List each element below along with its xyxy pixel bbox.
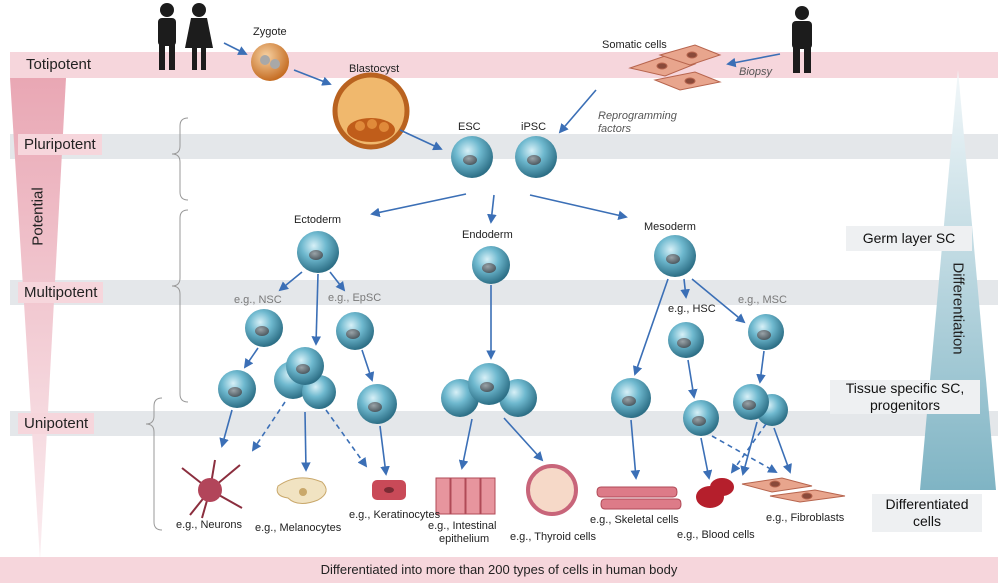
endoderm-cell (472, 246, 510, 284)
potential-triangle (10, 78, 66, 560)
potential-axis-label: Potential (29, 187, 47, 246)
zygote-label: Zygote (253, 26, 287, 38)
ectoderm-cell (297, 231, 339, 273)
esc-cell (451, 136, 493, 178)
skeletal-label: e.g., Skeletal cells (590, 514, 679, 526)
reprogramming-label-2: factors (598, 123, 632, 135)
hsc-label: e.g., HSC (668, 303, 716, 315)
blastocyst-label: Blastocyst (349, 63, 400, 75)
tissue-sc-label-1: Tissue specific SC, (845, 380, 965, 396)
hsc-cell (668, 322, 704, 358)
epsc-label: e.g., EpSC (328, 292, 382, 304)
tissue-sc-label-2: progenitors (869, 397, 941, 413)
neuron-icon (181, 459, 243, 519)
esc-label: ESC (458, 121, 481, 133)
msc-cell (748, 314, 784, 350)
pluripotent-band (10, 134, 998, 159)
melanocytes-label: e.g., Melanocytes (255, 522, 342, 534)
blood-cells-icon (696, 478, 734, 508)
brace-multipotent (171, 209, 189, 403)
meso-progenitor-cluster (733, 384, 788, 426)
unipotent-label: Unipotent (18, 413, 95, 434)
endo-progenitor-cluster (441, 363, 537, 417)
biopsy-label: Biopsy (739, 66, 773, 78)
arrows (219, 42, 792, 480)
somatic-label: Somatic cells (602, 39, 667, 51)
mesoderm-label: Mesoderm (644, 221, 696, 233)
skeletal-icon (596, 486, 682, 510)
person-icon (792, 6, 812, 73)
intestinal-label-1: e.g., Intestinal (428, 520, 497, 532)
pluripotent-label: Pluripotent (18, 134, 102, 155)
meso-progenitor-2 (683, 400, 719, 436)
somatic-cells-icon (628, 44, 722, 91)
thyroid-label: e.g., Thyroid cells (510, 531, 597, 543)
dashed-arrows (251, 401, 778, 474)
ecto-progenitor-1 (218, 370, 256, 408)
melanocyte-icon (276, 477, 327, 504)
ecto-progenitor-cluster (274, 347, 336, 409)
reprogramming-label-1: Reprogramming (598, 110, 677, 122)
multipotent-band (10, 280, 998, 305)
fibroblast-icon (741, 477, 846, 503)
brace-pluripotent (171, 117, 189, 201)
keratinocytes-label: e.g., Keratinocytes (349, 509, 441, 521)
footer-band (0, 557, 998, 583)
unipotent-band (10, 411, 998, 436)
blastocyst-icon (332, 72, 410, 150)
intestinal-icon (435, 477, 496, 515)
neurons-label: e.g., Neurons (176, 519, 243, 531)
msc-label: e.g., MSC (738, 294, 787, 306)
meso-progenitor-1 (611, 378, 651, 418)
totipotent-band (10, 52, 998, 78)
germ-layer-sc-label: Germ layer SC (846, 226, 972, 251)
multipotent-label: Multipotent (18, 282, 104, 303)
diff-cells-label-2: cells (912, 513, 941, 529)
nsc-cell (245, 309, 283, 347)
differentiation-axis-label: Differentiation (949, 262, 967, 355)
ectoderm-label: Ectoderm (294, 214, 342, 226)
brace-unipotent (145, 397, 163, 531)
differentiated-cells-label: Differentiated cells (872, 494, 982, 532)
keratinocyte-icon (372, 480, 406, 500)
mesoderm-cell (654, 235, 696, 277)
epsc-cell (336, 312, 374, 350)
fibroblasts-label: e.g., Fibroblasts (766, 512, 845, 524)
footer-text: Differentiated into more than 200 types … (320, 562, 678, 577)
totipotent-label: Totipotent (26, 56, 92, 73)
thyroid-icon (526, 464, 578, 516)
nsc-label: e.g., NSC (234, 294, 282, 306)
ecto-progenitor-3 (357, 384, 397, 424)
ipsc-cell (515, 136, 557, 178)
endoderm-label: Endoderm (462, 229, 513, 241)
parents-icon (158, 3, 213, 70)
ipsc-label: iPSC (521, 121, 547, 133)
blood-label: e.g., Blood cells (677, 529, 755, 541)
intestinal-label-2: epithelium (439, 533, 490, 545)
diff-cells-label-1: Differentiated (885, 496, 969, 512)
zygote-icon (251, 43, 289, 81)
tissue-sc-label: Tissue specific SC, progenitors (830, 380, 980, 414)
